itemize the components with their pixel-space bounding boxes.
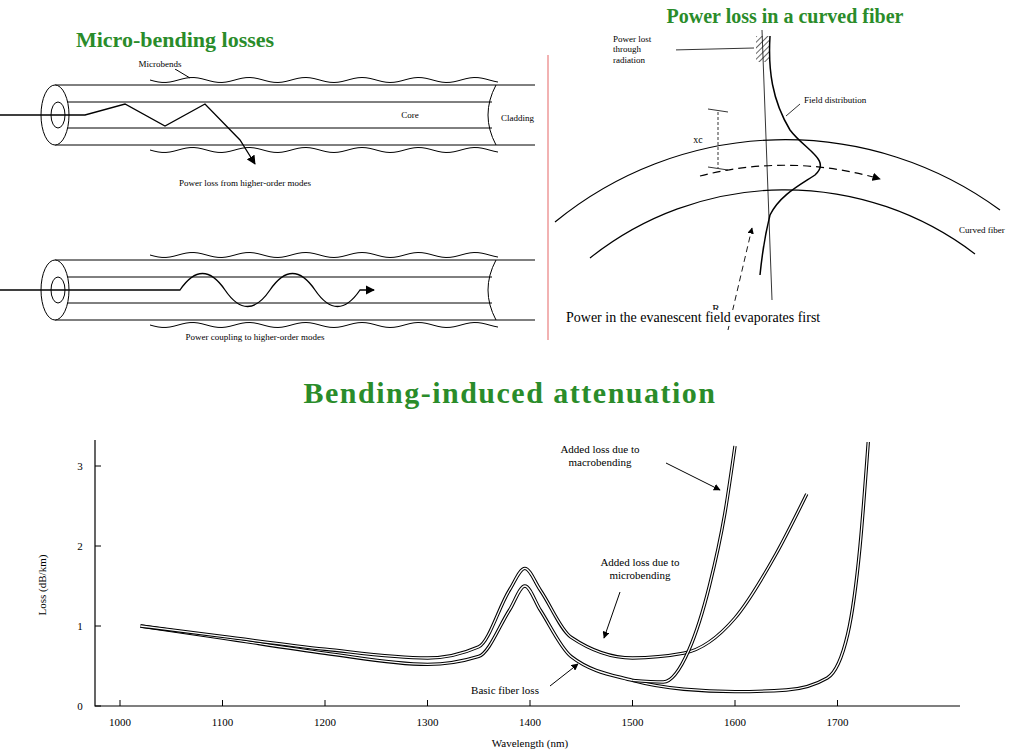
dimension-label: xc — [692, 134, 703, 146]
x-tick — [427, 700, 428, 706]
microbend — [150, 323, 498, 328]
annotation-arrows — [550, 462, 720, 686]
part-label: Core — [400, 110, 420, 120]
tick-label: 2 — [76, 540, 84, 553]
loss-curve — [141, 494, 807, 658]
x-tick — [325, 700, 326, 706]
panel-heading: Micro-bending losses — [75, 27, 275, 52]
axis-title: Wavelength (nm) — [491, 737, 569, 750]
axis-title: Loss (dB/km) — [36, 554, 49, 617]
tick-label: 0 — [76, 700, 84, 713]
x-tick — [530, 700, 531, 706]
y-tick — [95, 546, 101, 547]
x-tick — [632, 700, 633, 706]
microbend — [150, 148, 498, 153]
loss-curve-inner — [141, 442, 869, 692]
part-label: Cladding — [500, 113, 535, 123]
axes — [95, 440, 960, 706]
x-tick — [735, 700, 736, 706]
tick-label: 1 — [76, 620, 84, 633]
tick-label: 1500 — [621, 716, 645, 729]
curve-annotation: Basic fiber loss — [470, 684, 540, 697]
tick-label: 1300 — [416, 716, 440, 729]
caption-label: Power loss from higher-order modes — [178, 178, 312, 188]
tick-label: 1600 — [723, 716, 747, 729]
tick-label: 1400 — [518, 716, 542, 729]
attenuation-chart — [95, 440, 960, 706]
x-tick — [120, 700, 121, 706]
microbend — [150, 253, 498, 258]
y-tick — [95, 626, 101, 627]
tick-label: 1700 — [826, 716, 850, 729]
part-label: Field distribution — [803, 95, 867, 105]
caption-label: Power coupling to higher-order modes — [185, 332, 326, 342]
y-tick — [95, 706, 101, 707]
panel-heading: Power loss in a curved fiber — [666, 5, 905, 28]
part-label: Curved fiber — [958, 225, 1006, 235]
fiber-top — [0, 69, 535, 164]
curve-annotation: Added loss due to microbending — [596, 556, 684, 581]
loss-curve — [141, 442, 869, 692]
x-tick — [222, 700, 223, 706]
microbend — [150, 78, 498, 83]
curved-fiber — [555, 30, 1000, 330]
main-title: Bending-induced attenuation — [302, 376, 717, 411]
loss-curve-inner — [141, 494, 807, 658]
part-label: Microbends — [138, 59, 183, 69]
note-text: Power in the evanescent field evaporates… — [565, 310, 821, 326]
curve-annotation: Added loss due to macrobending — [534, 443, 666, 468]
y-tick — [95, 466, 101, 467]
tick-label: 1000 — [108, 716, 132, 729]
tick-label: 1200 — [313, 716, 337, 729]
part-label: Power lost through radiation — [612, 34, 676, 65]
x-tick — [837, 700, 838, 706]
separator — [547, 55, 549, 340]
tick-label: 1100 — [211, 716, 235, 729]
fiber-bottom — [0, 260, 535, 320]
tick-label: 3 — [76, 460, 84, 473]
microbend-waves — [150, 78, 498, 328]
